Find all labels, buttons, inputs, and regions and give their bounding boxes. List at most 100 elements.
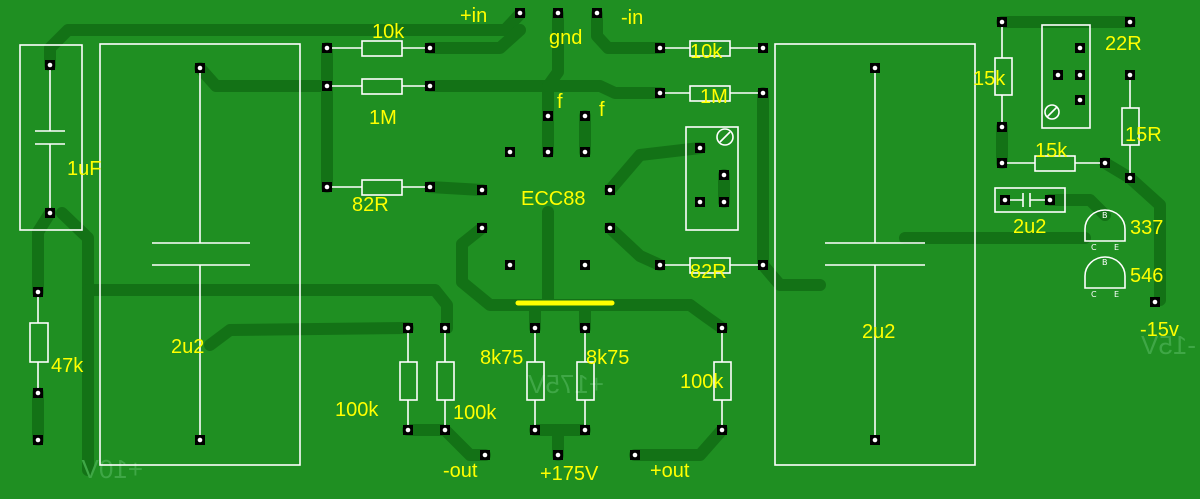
resistor-right-10k [660,40,763,57]
copper-text-middle: +175V [527,369,604,399]
copper-layer-text: +10V +175V -15V [81,330,1196,484]
pad [440,323,450,333]
pad [630,450,640,460]
pad [403,323,413,333]
pads [33,8,1160,460]
pad-hole [657,90,663,96]
cap-outline [99,43,301,466]
pad [580,260,590,270]
trace [542,80,666,99]
pad [997,158,1007,168]
minus-out-label: -out [443,460,478,482]
pad-hole [719,325,725,331]
resistor-15k-vertical-label: 15k [973,68,1006,90]
pad [1075,70,1085,80]
trace [684,299,728,334]
pad [758,88,768,98]
pad-hole [507,149,513,155]
pad [997,122,1007,132]
pad [870,435,880,445]
gnd-label: gnd [549,27,582,49]
pad-hole [760,262,766,268]
pin-c-label: C [1091,290,1097,299]
big-cap-left [99,43,301,466]
trace [194,62,333,92]
pad [655,88,665,98]
pad-hole [324,184,330,190]
pad [1125,17,1135,27]
pad-hole [532,325,538,331]
pad [425,182,435,192]
resistor-body [29,322,49,363]
trimmer-top-right [1041,24,1091,129]
pad-hole [999,160,1005,166]
pad-hole [999,19,1005,25]
copper-text-right: -15V [1140,330,1196,360]
pad-hole [197,65,203,71]
pad-hole [1077,72,1083,78]
trimmer-center [685,126,739,231]
trimmer-adjust-slot [1046,106,1058,118]
labels: +in gnd -in 10k 1M 82R 10k 1M 82R f f EC… [51,5,1179,485]
pad [605,185,615,195]
trace [32,207,56,298]
pad [530,323,540,333]
pad-hole [442,325,448,331]
pad [997,17,1007,27]
resistor-47k-label: 47k [51,355,84,377]
trace [1099,157,1166,306]
right-1m-label: 1M [700,86,728,108]
pin-c-label: C [1091,243,1097,252]
pad-hole [582,113,588,119]
pad-hole [697,199,703,205]
plus-in-label: +in [460,5,487,27]
pad-hole [760,45,766,51]
transistor-lower-label: 546 [1130,265,1163,287]
pad-hole [555,10,561,16]
pad [580,147,590,157]
resistor-15r-label: 15R [1125,124,1162,146]
bottom-right-label: 100k [680,371,724,393]
resistor-15r [1121,75,1140,178]
pad-hole [657,262,663,268]
pad-hole [1047,197,1053,203]
trace [424,24,526,54]
heater-b-label: f [599,99,605,121]
pad-hole [545,113,551,119]
resistor-bottom-left-a [399,328,418,430]
big-cap-right [774,43,976,466]
big-cap-left-label: 2u2 [171,336,204,358]
pad [425,43,435,53]
plus-175v-label: +175V [540,463,599,485]
pad-hole [35,289,41,295]
pad-hole [1077,97,1083,103]
pad [33,388,43,398]
pad [719,197,729,207]
pad-hole [405,325,411,331]
pad-hole [697,145,703,151]
pad [758,260,768,270]
pad-hole [721,199,727,205]
pad-hole [427,83,433,89]
left-82r-label: 82R [352,194,389,216]
pad [553,8,563,18]
pad [322,81,332,91]
trace [604,222,666,271]
resistor-47k [29,292,49,393]
pad-hole [427,184,433,190]
resistor-15k-horizontal-label: 15k [1035,140,1068,162]
traces [32,8,1166,476]
right-10k-label: 10k [690,41,723,63]
small-cap-left-label: 1uF [67,158,101,180]
pad [543,147,553,157]
pad [580,425,590,435]
pad-hole [479,187,485,193]
small-cap-left [19,44,83,231]
pad-hole [1077,45,1083,51]
pad-hole [555,452,561,458]
pad [322,43,332,53]
pad [655,43,665,53]
pad [695,197,705,207]
pad [1125,173,1135,183]
